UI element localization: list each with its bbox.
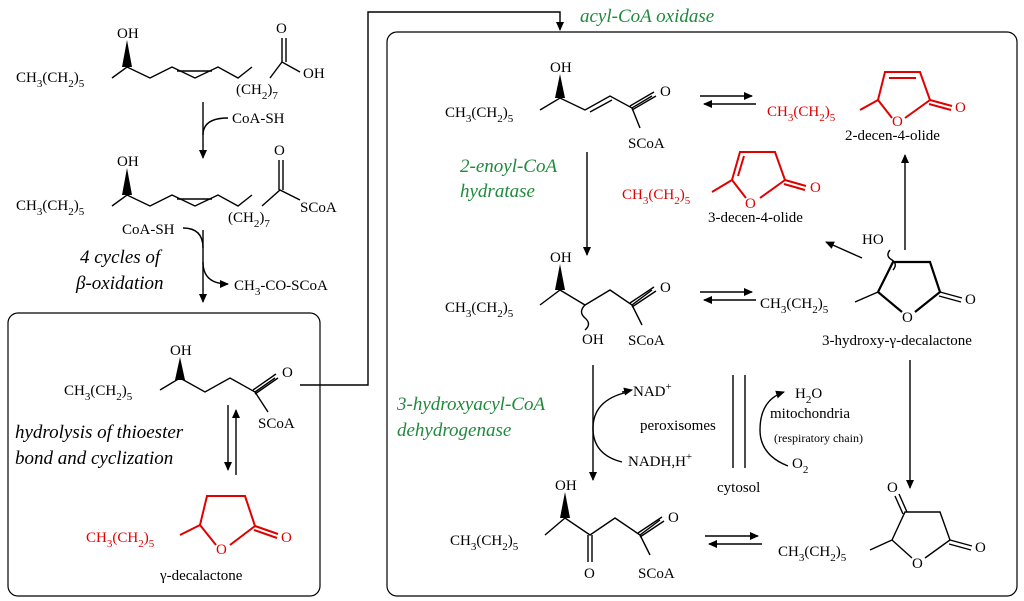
- respiratory-chain-label: (respiratory chain): [774, 431, 863, 445]
- svg-text:OH: OH: [117, 154, 139, 170]
- connector-line: [300, 11, 564, 386]
- nad-label: NAD+: [633, 381, 672, 400]
- molecule-3-decen-4-olide: CH3(CH2)5 O O: [622, 151, 821, 212]
- right-box-frame: [386, 31, 1018, 597]
- molecule-gamma-decalactone: CH3(CH2)5 O O: [86, 495, 292, 558]
- svg-text:(CH2)7: (CH2)7: [236, 82, 278, 102]
- svg-text:O: O: [955, 100, 966, 116]
- svg-text:CH3(CH2)5: CH3(CH2)5: [778, 544, 847, 564]
- hydrolysis-label-1: hydrolysis of thioester: [15, 422, 184, 443]
- label-3-hydroxy-gamma-decalactone: 3-hydroxy-γ-decalactone: [822, 333, 972, 349]
- svg-text:O: O: [892, 114, 903, 130]
- svg-text:CH3(CH2)5: CH3(CH2)5: [86, 530, 155, 550]
- svg-text:CH3(CH2)5: CH3(CH2)5: [445, 300, 514, 320]
- nadh-label: NADH,H+: [628, 451, 692, 470]
- peroxisomes-label: peroxisomes: [640, 418, 716, 434]
- svg-text:SCoA: SCoA: [300, 200, 337, 216]
- enzyme-enoyl-hydratase-2: hydratase: [460, 181, 535, 202]
- molecule-ricinoleoyl-coa: CH3(CH2)5 OH (CH2)7 O SCoA: [16, 143, 337, 230]
- svg-text:SCoA: SCoA: [638, 566, 675, 582]
- svg-text:SCoA: SCoA: [628, 333, 665, 349]
- enzyme-dehydrogenase-2: dehydrogenase: [397, 420, 511, 441]
- svg-text:OH: OH: [555, 478, 577, 494]
- svg-text:CH3(CH2)5: CH3(CH2)5: [16, 70, 85, 90]
- left-box-frame: [7, 312, 321, 597]
- molecule-3-hydroxy-gamma-decalactone: CH3(CH2)5 HO O O: [760, 232, 976, 326]
- svg-text:CH3(CH2)5: CH3(CH2)5: [760, 296, 829, 316]
- molecule-ricinoleic-acid: CH3(CH2)5 OH (CH2)7 O OH: [16, 21, 325, 102]
- svg-text:CH3(CH2)5: CH3(CH2)5: [622, 187, 691, 207]
- reagent-coa-sh-2: CoA-SH: [122, 222, 175, 238]
- o2-label: O2: [792, 456, 808, 476]
- beta-oxidation-label-2: β-oxidation: [75, 273, 164, 294]
- beta-oxidation-label-1: 4 cycles of: [80, 247, 163, 268]
- svg-text:CH3(CH2)5: CH3(CH2)5: [767, 104, 836, 124]
- svg-text:O: O: [281, 530, 292, 546]
- svg-text:CH3(CH2)5: CH3(CH2)5: [450, 533, 519, 553]
- svg-text:O: O: [745, 196, 756, 212]
- molecule-3-oxo-gamma-decalactone: CH3(CH2)5 O O O: [778, 480, 986, 572]
- acetyl-coa-product: CH3-CO-SCoA: [234, 278, 328, 298]
- hydrolysis-label-2: bond and cyclization: [15, 448, 173, 469]
- molecule-enoyl-coa: CH3(CH2)5 OH O SCoA: [445, 60, 671, 152]
- svg-text:OH: OH: [303, 66, 325, 82]
- svg-text:O: O: [975, 540, 986, 556]
- svg-text:SCoA: SCoA: [628, 136, 665, 152]
- molecule-3-hydroxyacyl-coa: CH3(CH2)5 OH OH O SCoA: [445, 250, 671, 349]
- svg-text:HO: HO: [862, 232, 884, 248]
- svg-text:O: O: [965, 292, 976, 308]
- svg-text:OH: OH: [117, 26, 139, 42]
- molecule-3-oxoacyl-coa: CH3(CH2)5 OH O O SCoA: [450, 478, 679, 582]
- svg-text:O: O: [282, 365, 293, 381]
- svg-text:O: O: [902, 310, 913, 326]
- h2o-label: H2O: [795, 386, 822, 406]
- svg-text:CH3(CH2)5: CH3(CH2)5: [445, 105, 514, 125]
- molecule-4-hydroxydecanoyl-coa: CH3(CH2)5 OH O SCoA: [64, 343, 295, 432]
- svg-text:O: O: [660, 280, 671, 296]
- label-2-decen-4-olide: 2-decen-4-olide: [845, 128, 940, 144]
- label-3-decen-4-olide: 3-decen-4-olide: [708, 210, 803, 226]
- label-gamma-decalactone: γ-decalactone: [159, 568, 243, 584]
- svg-text:O: O: [274, 143, 285, 159]
- svg-text:O: O: [912, 556, 923, 572]
- svg-text:O: O: [668, 510, 679, 526]
- reagent-coa-sh-1: CoA-SH: [232, 111, 285, 127]
- svg-text:CH3(CH2)5: CH3(CH2)5: [16, 198, 85, 218]
- svg-text:CH3(CH2)5: CH3(CH2)5: [64, 383, 133, 403]
- svg-text:O: O: [584, 566, 595, 582]
- cytosol-label: cytosol: [717, 480, 760, 496]
- enzyme-dehydrogenase-1: 3-hydroxyacyl-CoA: [396, 394, 545, 415]
- molecule-2-decen-4-olide: CH3(CH2)5 O O: [767, 71, 966, 130]
- mitochondria-label: mitochondria: [770, 406, 850, 422]
- svg-text:OH: OH: [170, 343, 192, 359]
- svg-text:OH: OH: [550, 60, 572, 76]
- svg-text:O: O: [810, 180, 821, 196]
- enzyme-acyl-coa-oxidase: acyl-CoA oxidase: [580, 6, 714, 27]
- svg-text:O: O: [660, 84, 671, 100]
- svg-text:O: O: [216, 542, 227, 558]
- svg-text:O: O: [276, 21, 287, 37]
- svg-text:SCoA: SCoA: [258, 416, 295, 432]
- svg-text:OH: OH: [550, 250, 572, 266]
- svg-text:O: O: [887, 480, 898, 496]
- svg-text:(CH2)7: (CH2)7: [228, 210, 270, 230]
- enzyme-enoyl-hydratase-1: 2-enoyl-CoA: [460, 156, 557, 177]
- svg-text:OH: OH: [582, 332, 604, 348]
